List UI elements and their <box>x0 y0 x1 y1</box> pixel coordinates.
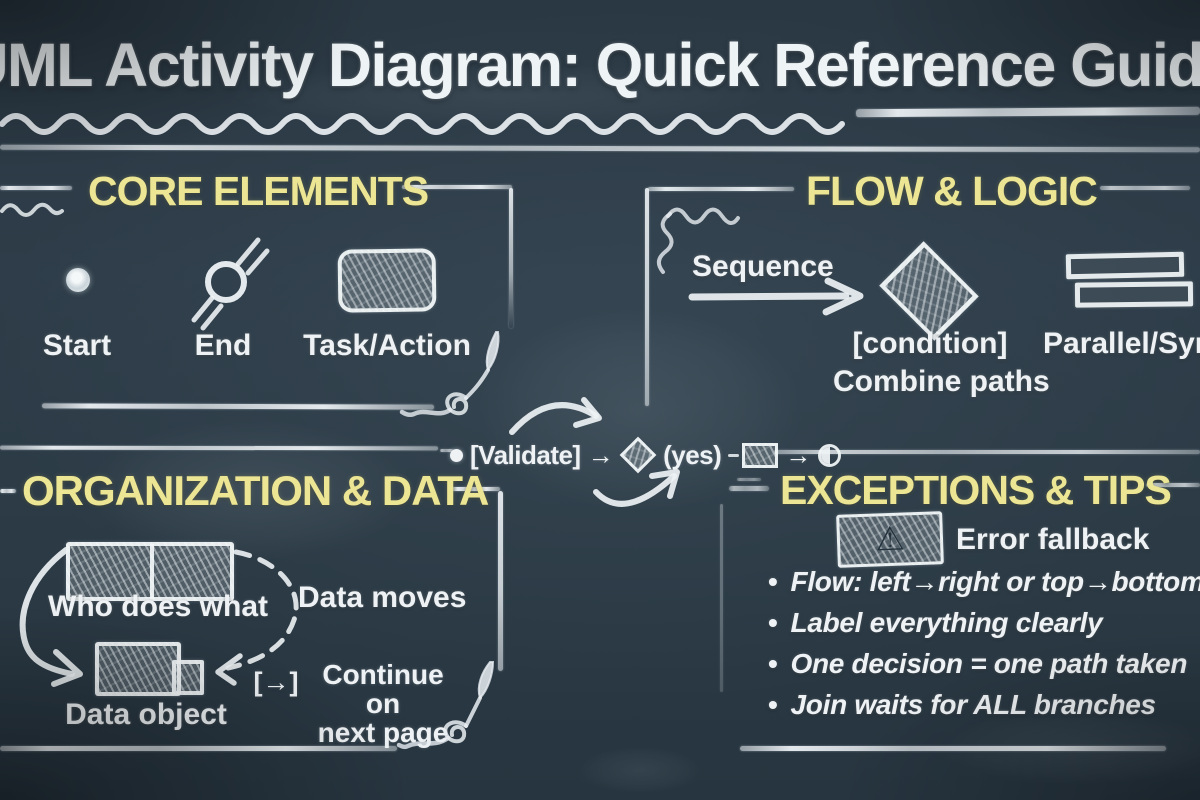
core-elements-heading: CORE ELEMENTS <box>88 168 429 214</box>
end-node-icon <box>191 237 270 331</box>
tip-text: Flow: left→right or top→bottom <box>790 566 1200 597</box>
flow-logic-heading: FLOW & LOGIC <box>806 168 1098 214</box>
start-label: Start <box>42 329 112 362</box>
wavy-underline <box>0 113 845 135</box>
connector-line <box>728 453 740 457</box>
parallel-bar-icon <box>1074 281 1194 308</box>
tip-text: Label everything clearly <box>790 607 1103 638</box>
quadrant-border <box>509 188 513 328</box>
start-node-icon <box>66 268 90 292</box>
quadrant-border <box>0 746 397 751</box>
warning-triangle-icon: ⚠ <box>874 517 906 558</box>
data-object-label: Data object <box>65 698 227 731</box>
quadrant-border <box>498 491 503 671</box>
heading-dash <box>729 486 769 491</box>
list-item: • One decision = one path taken <box>768 648 1200 680</box>
continue-marker: [→] <box>253 667 299 697</box>
error-node-icon: ⚠ <box>836 511 944 568</box>
bullet-icon: • <box>768 566 778 597</box>
example-yes-label: (yes) <box>663 439 722 470</box>
decision-diamond-icon <box>879 241 979 341</box>
parallel-sync-label: Parallel/Sync <box>1043 327 1200 360</box>
decision-diamond-icon <box>619 436 657 474</box>
tilde-squiggle <box>0 202 64 217</box>
start-node-icon <box>450 448 463 462</box>
curved-arrow-down-icon <box>509 397 602 435</box>
condition-label: [condition] <box>852 327 1008 360</box>
data-object-icon <box>95 642 181 696</box>
quadrant-border <box>740 746 1166 751</box>
list-item: • Label everything clearly <box>768 607 1200 639</box>
quadrant-border <box>0 445 439 451</box>
combine-paths-label: Combine paths <box>833 365 1050 398</box>
tip-text: One decision = one path taken <box>790 648 1188 679</box>
tips-list: • Flow: left→right or top→bottom • Label e… <box>768 566 1200 730</box>
bullet-icon: • <box>768 689 778 720</box>
exceptions-tips-heading: EXCEPTIONS & TIPS <box>780 467 1172 513</box>
task-rect-icon <box>742 442 779 468</box>
example-validate-label: [Validate] <box>470 439 581 470</box>
tip-text: Join waits for ALL branches <box>790 689 1157 720</box>
heading-dash <box>0 186 72 190</box>
arrow-right-icon: → <box>785 439 811 470</box>
list-item: • Flow: left→right or top→bottom <box>768 566 1200 598</box>
error-fallback-label: Error fallback <box>956 523 1150 556</box>
organization-data-heading: ORGANIZATION & DATA <box>22 467 489 514</box>
corner-flourish <box>396 661 495 750</box>
chalk-smudge <box>560 740 720 800</box>
corner-flourish <box>399 331 500 418</box>
bullet-icon: • <box>768 607 778 638</box>
data-moves-label: Data moves <box>298 581 467 614</box>
parallel-bar-icon <box>1065 251 1185 280</box>
sequence-arrow-icon <box>688 277 864 316</box>
end-label: End <box>194 329 252 362</box>
arrow-right-icon: → <box>587 439 614 470</box>
quadrant-border <box>720 504 723 692</box>
heading-dash <box>0 489 16 493</box>
data-moves-dashed-arrow-icon <box>215 549 299 686</box>
bullet-icon: • <box>768 648 778 679</box>
title-underline-right <box>855 106 1200 118</box>
heading-dash <box>1100 186 1190 190</box>
task-action-icon <box>337 248 437 313</box>
top-border-line <box>0 144 1200 153</box>
page-title: UML Activity Diagram: Quick Reference Gu… <box>0 31 1200 99</box>
list-item: • Join waits for ALL branches <box>768 689 1200 721</box>
quadrant-border <box>41 403 435 410</box>
end-node-icon <box>817 443 841 467</box>
quadrant-border <box>645 188 649 406</box>
curved-arrow-icon <box>19 547 83 687</box>
heading-dash <box>737 478 761 481</box>
heading-dash <box>648 187 794 191</box>
